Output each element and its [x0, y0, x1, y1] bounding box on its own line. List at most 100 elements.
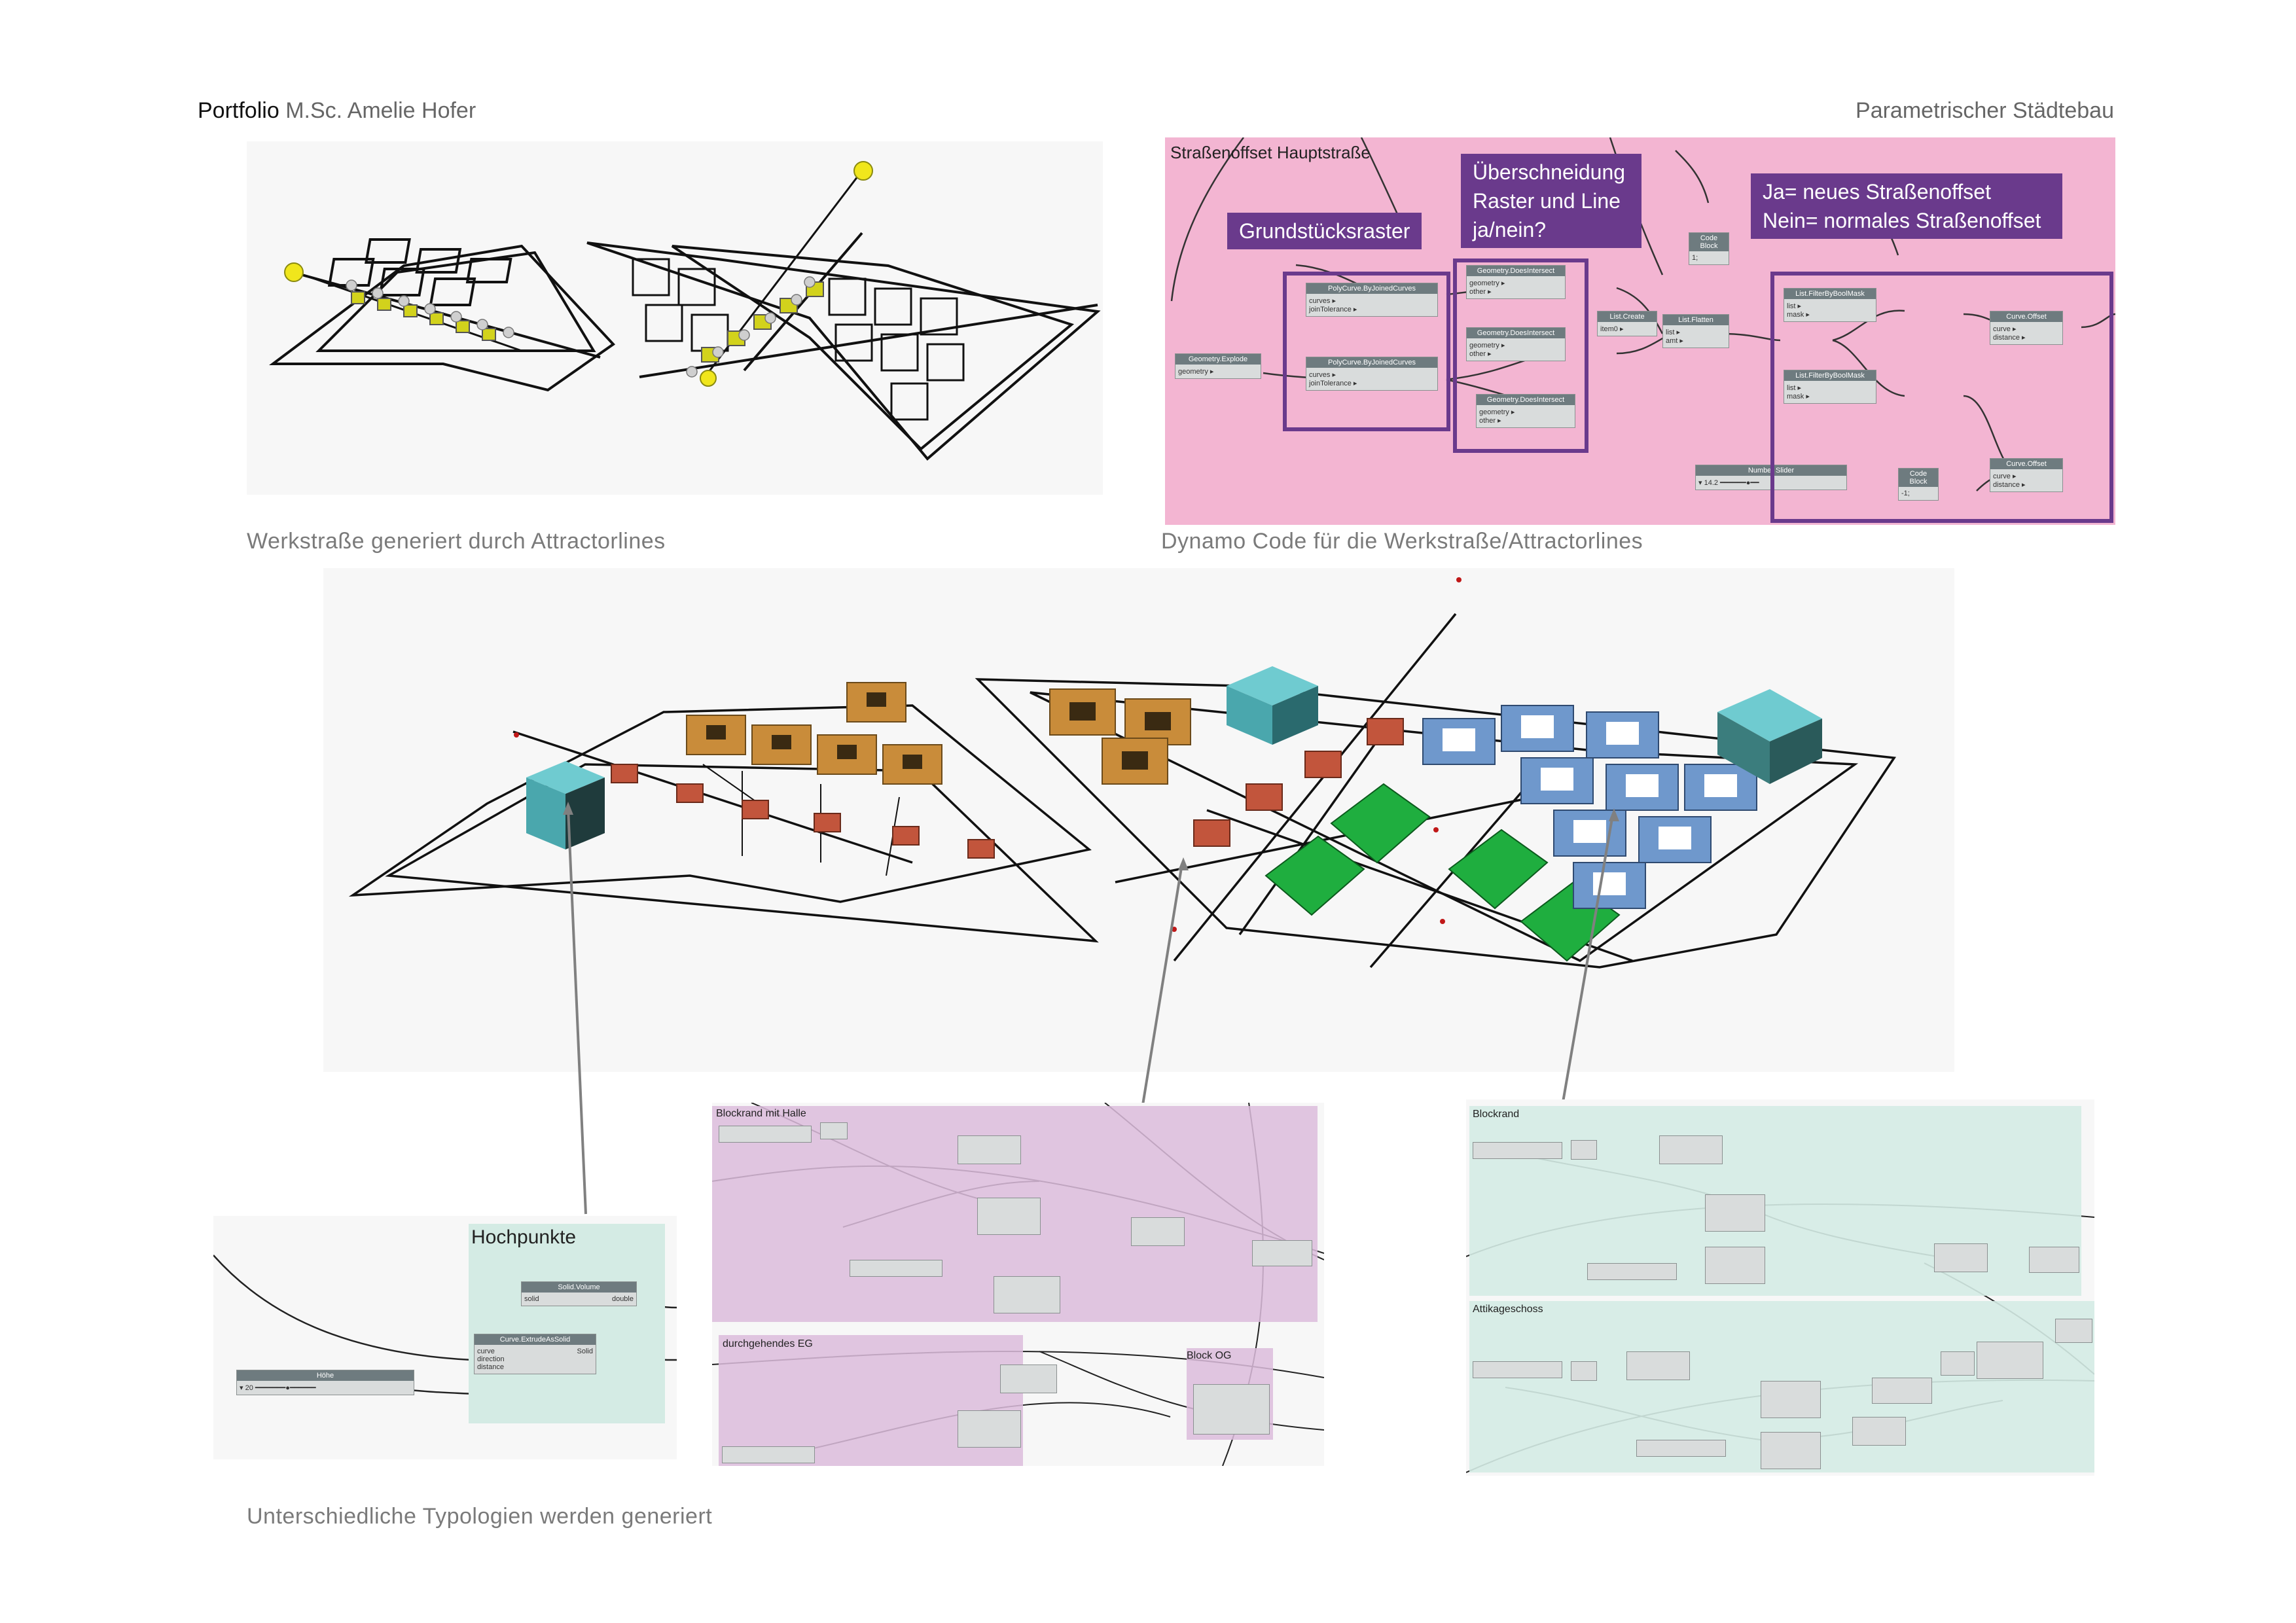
node-title: Geometry.Explode — [1175, 354, 1261, 365]
author-name: M.Sc. Amelie Hofer — [285, 98, 476, 123]
wireframe-panel — [247, 141, 1103, 495]
node-title: Geometry.DoesIntersect — [1467, 266, 1565, 276]
port-label: solid — [524, 1295, 539, 1303]
node-polycurve[interactable] — [1761, 1381, 1821, 1418]
group-title-blockrand: Blockrand — [1473, 1109, 1520, 1120]
node-extrude[interactable] — [958, 1410, 1021, 1448]
outline-ueberschneidung — [1453, 259, 1588, 453]
node-solid-difference[interactable] — [1852, 1417, 1906, 1446]
node-doesintersect-3[interactable]: Geometry.DoesIntersect geometry ▸other ▸ — [1476, 394, 1575, 428]
node-code-block[interactable] — [1571, 1361, 1597, 1381]
port-label: curve — [477, 1347, 495, 1355]
node-solid-volume[interactable] — [1000, 1364, 1057, 1393]
chevron-down-icon[interactable]: ▾ — [240, 1384, 243, 1392]
node-vector[interactable] — [1872, 1378, 1932, 1404]
teal-towers — [526, 666, 1822, 849]
node-title: List.FilterByBoolMask — [1784, 370, 1876, 381]
group-title-blockrand-halle: Blockrand mit Halle — [716, 1108, 806, 1119]
orange-blocks — [686, 682, 1191, 785]
caption-typologien: Unterschiedliche Typologien werden gener… — [247, 1504, 713, 1529]
right-groups-panel: Blockrand Attikageschoss — [1466, 1099, 2094, 1476]
node-code-block[interactable] — [1571, 1140, 1597, 1160]
node-list-create[interactable] — [1941, 1351, 1975, 1376]
node-geometry-explode[interactable]: Geometry.Explode geometry ▸ — [1175, 353, 1261, 379]
node-slider[interactable] — [1587, 1263, 1677, 1280]
node-doesintersect-1[interactable]: Geometry.DoesIntersect geometry ▸other ▸ — [1466, 265, 1566, 299]
node-solid-difference[interactable] — [1131, 1217, 1185, 1246]
typologies-3d-drawing — [348, 577, 1897, 969]
node-filter-2[interactable]: List.FilterByBoolMask list ▸mask ▸ — [1784, 370, 1876, 404]
node-slider[interactable] — [1473, 1361, 1562, 1378]
callout-line: ja/nein? — [1473, 218, 1547, 241]
node-title: Curve.ExtrudeAsSolid — [475, 1334, 596, 1345]
node-solid-volume[interactable]: Solid.Volume solid double — [521, 1281, 637, 1306]
node-extrude[interactable] — [1761, 1432, 1821, 1469]
node-solid-union[interactable] — [2029, 1247, 2079, 1273]
caption-werkstrasse: Werkstraße generiert durch Attractorline… — [247, 529, 666, 554]
node-code-block-1[interactable]: Code Block 1; — [1689, 232, 1729, 265]
port-label: double — [611, 1295, 634, 1303]
callout-ja-nein: Ja= neues Straßenoffset Nein= normales S… — [1751, 173, 2062, 239]
node-filter-1[interactable]: List.FilterByBoolMask list ▸mask ▸ — [1784, 288, 1876, 322]
callout-line: Nein= normales Straßenoffset — [1763, 209, 2041, 232]
node-polycurve-1[interactable]: PolyCurve.ByJoinedCurves curves ▸joinTol… — [1306, 283, 1438, 317]
callout-ueberschneidung: Überschneidung Raster und Line ja/nein? — [1461, 154, 1641, 248]
node-geometry-translate[interactable] — [1193, 1384, 1270, 1435]
node-extrude[interactable] — [1705, 1247, 1765, 1284]
node-curve-offset[interactable] — [958, 1135, 1021, 1164]
node-title: Solid.Volume — [522, 1282, 636, 1293]
node-solid-union[interactable] — [1252, 1240, 1312, 1266]
node-hoehe-slider[interactable]: Höhe ▾ 20 ━━━━━━━●━━━━━━ — [236, 1370, 414, 1395]
node-extrude[interactable] — [994, 1276, 1060, 1313]
node-doesintersect-2[interactable]: Geometry.DoesIntersect geometry ▸other ▸ — [1466, 327, 1566, 361]
typologies-3d-panel — [323, 568, 1954, 1072]
node-curve-offset[interactable] — [1659, 1135, 1723, 1164]
caption-dynamo-code: Dynamo Code für die Werkstraße/Attractor… — [1161, 529, 1643, 554]
node-curve-extrude[interactable]: Curve.ExtrudeAsSolid curve direction dis… — [474, 1334, 596, 1374]
callout-line: Überschneidung — [1473, 160, 1626, 184]
node-title: Geometry.DoesIntersect — [1467, 328, 1565, 338]
port-label: direction — [477, 1355, 505, 1363]
callout-grundstuecksraster: Grundstücksraster — [1227, 213, 1422, 249]
node-title: Curve.Offset — [1990, 312, 2062, 322]
outline-grundstuecksraster — [1283, 272, 1450, 431]
node-code-block-2[interactable]: Code Block -1; — [1898, 468, 1939, 501]
node-title: Geometry.DoesIntersect — [1477, 395, 1575, 405]
callout-line: Ja= neues Straßenoffset — [1763, 180, 1991, 204]
node-title: Höhe — [237, 1370, 414, 1381]
header-topic: Parametrischer Städtebau — [1856, 98, 2114, 123]
portfolio-label: Portfolio — [198, 98, 279, 123]
node-list-flatten[interactable]: List.Flatten list ▸amt ▸ — [1662, 314, 1729, 348]
node-title: PolyCurve.ByJoinedCurves — [1306, 357, 1437, 368]
node-curve-offset-1[interactable]: Curve.Offset curve ▸distance ▸ — [1990, 311, 2063, 345]
node-slider[interactable] — [719, 1126, 812, 1143]
header-left: Portfolio M.Sc. Amelie Hofer — [198, 98, 476, 124]
node-slider[interactable] — [1473, 1142, 1562, 1159]
node-list-create[interactable]: List.Create item0 ▸ — [1597, 311, 1657, 336]
wireframe-drawing — [269, 161, 1101, 461]
node-polycurve[interactable] — [977, 1198, 1041, 1235]
node-title: List.FilterByBoolMask — [1784, 289, 1876, 299]
node-polycurve-2[interactable]: PolyCurve.ByJoinedCurves curves ▸joinTol… — [1306, 357, 1438, 391]
node-curve-offset[interactable] — [1626, 1351, 1690, 1380]
outline-offset — [1770, 272, 2113, 523]
dynamo-code-panel: Straßenoffset Hauptstraße Geometry.Explo… — [1165, 137, 2115, 525]
node-slider[interactable] — [722, 1446, 815, 1463]
port-label: Solid — [577, 1347, 593, 1355]
node-slider[interactable] — [1636, 1440, 1726, 1457]
callout-line: Raster und Line — [1473, 189, 1621, 213]
node-code-block[interactable] — [820, 1122, 848, 1139]
node-slider[interactable] — [850, 1260, 942, 1277]
slider-value: 14.2 — [1704, 479, 1718, 487]
node-polycurve[interactable] — [1705, 1194, 1765, 1232]
node-list-create[interactable] — [2055, 1319, 2092, 1343]
node-title: List.Flatten — [1663, 315, 1729, 325]
group-title-block-og: Block OG — [1187, 1350, 1232, 1361]
node-title: Code Block — [1689, 233, 1729, 251]
node-geometry-translate[interactable] — [1977, 1342, 2043, 1379]
node-title: PolyCurve.ByJoinedCurves — [1306, 283, 1437, 294]
node-solid-difference[interactable] — [1934, 1243, 1988, 1272]
middle-groups-panel: Blockrand mit Halle durchgehendes EG Blo… — [712, 1103, 1324, 1466]
node-curve-offset-2[interactable]: Curve.Offset curve ▸distance ▸ — [1990, 458, 2063, 492]
